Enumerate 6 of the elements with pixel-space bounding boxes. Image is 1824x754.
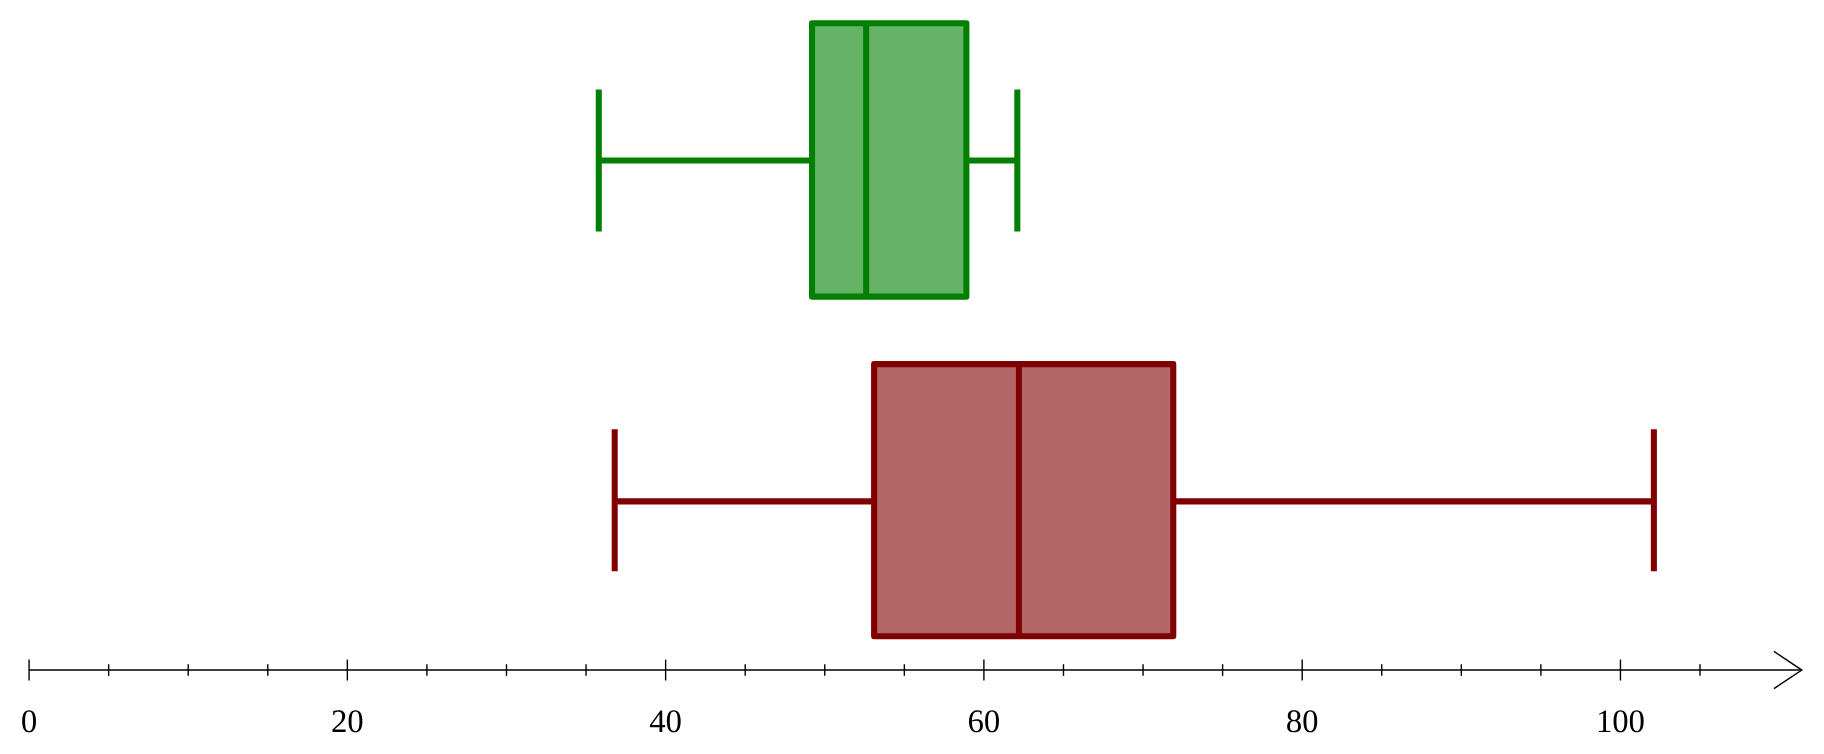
tick-label: 0: [22, 710, 36, 733]
tick-label: 60: [969, 710, 999, 733]
tick-label: 20: [332, 710, 363, 733]
tick-label: 100: [1598, 710, 1644, 733]
tick-label: 80: [1287, 710, 1318, 733]
tick-label: 40: [649, 710, 681, 733]
